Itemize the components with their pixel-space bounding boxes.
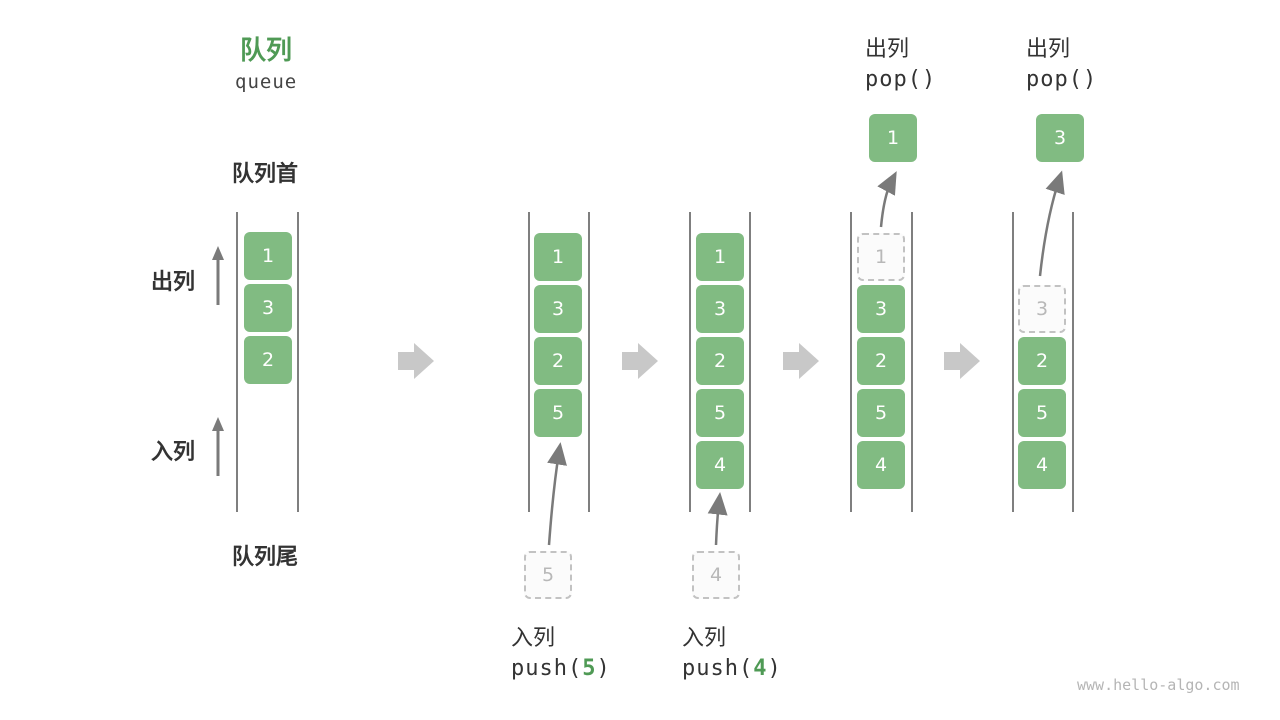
push5-caption: 入列 bbox=[511, 626, 556, 651]
queue-item: 3 bbox=[534, 285, 582, 333]
diagram-subtitle: queue bbox=[235, 71, 298, 93]
dequeue-side-label: 出列 bbox=[151, 270, 196, 295]
queue-item: 2 bbox=[244, 336, 292, 384]
queue-item: 1 bbox=[696, 233, 744, 281]
push4-caption: 入列 bbox=[682, 626, 727, 651]
queue-item: 4 bbox=[1018, 441, 1066, 489]
queue-head-label: 队列首 bbox=[232, 162, 299, 187]
watermark: www.hello-algo.com bbox=[1077, 676, 1240, 694]
pop1-code: pop() bbox=[865, 67, 937, 92]
incoming-item: 5 bbox=[524, 551, 572, 599]
pop3-code: pop() bbox=[1026, 67, 1098, 92]
diagram-title: 队列 bbox=[240, 36, 293, 66]
operation-arrows bbox=[547, 170, 1065, 546]
queue-item: 5 bbox=[1018, 389, 1066, 437]
incoming-item: 4 bbox=[692, 551, 740, 599]
queue-item: 5 bbox=[534, 389, 582, 437]
queue-tail-label: 队列尾 bbox=[232, 545, 299, 570]
removed-queue-item: 3 bbox=[1018, 285, 1066, 333]
removed-queue-item: 1 bbox=[857, 233, 905, 281]
queue-item: 2 bbox=[696, 337, 744, 385]
queue-item: 3 bbox=[857, 285, 905, 333]
queue-item: 2 bbox=[1018, 337, 1066, 385]
popped-item: 3 bbox=[1036, 114, 1084, 162]
pop1-caption: 出列 bbox=[865, 37, 910, 62]
queue-item: 5 bbox=[696, 389, 744, 437]
dequeue-direction-arrowhead bbox=[212, 246, 224, 260]
queue-item: 2 bbox=[857, 337, 905, 385]
queue-item: 5 bbox=[857, 389, 905, 437]
push5-code: push(5) bbox=[511, 656, 611, 681]
queue-item: 1 bbox=[534, 233, 582, 281]
popped-item: 1 bbox=[869, 114, 917, 162]
enqueue-side-label: 入列 bbox=[151, 440, 196, 465]
push4-code: push(4) bbox=[682, 656, 782, 681]
enqueue-direction-arrowhead bbox=[212, 417, 224, 431]
queue-item: 3 bbox=[696, 285, 744, 333]
queue-item: 1 bbox=[244, 232, 292, 280]
queue-item: 3 bbox=[244, 284, 292, 332]
queue-item: 4 bbox=[696, 441, 744, 489]
queue-tube-walls bbox=[236, 212, 1074, 512]
queue-item: 4 bbox=[857, 441, 905, 489]
queue-item: 2 bbox=[534, 337, 582, 385]
step-arrows bbox=[398, 343, 980, 379]
pop3-caption: 出列 bbox=[1026, 37, 1071, 62]
